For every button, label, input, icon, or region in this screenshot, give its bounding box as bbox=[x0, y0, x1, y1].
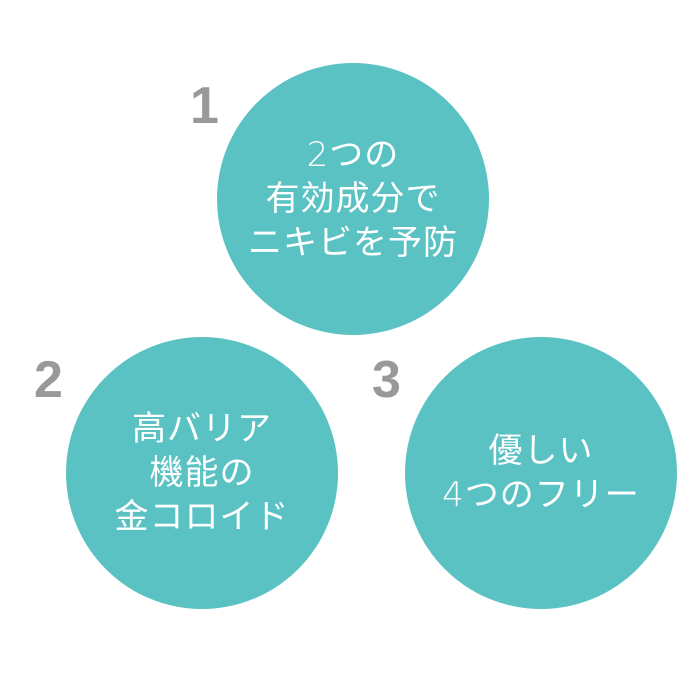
feature-1-line: 2つの bbox=[306, 135, 400, 175]
feature-2-line: 機能の bbox=[149, 453, 255, 493]
feature-number-2: 2 bbox=[34, 351, 63, 409]
feature-circle-2: 高バリア 機能の 金コロイド bbox=[66, 337, 338, 609]
feature-3-line: 4つのフリー bbox=[442, 475, 640, 515]
feature-circle-1: 2つの 有効成分で ニキビを予防 bbox=[217, 63, 489, 335]
feature-3-line: 優しい bbox=[488, 431, 594, 471]
feature-2-line: 高バリア bbox=[132, 409, 272, 449]
feature-circle-3: 優しい 4つのフリー bbox=[405, 337, 677, 609]
feature-number-3: 3 bbox=[372, 351, 401, 409]
feature-1-line: 有効成分で bbox=[265, 179, 441, 219]
feature-1-line: ニキビを予防 bbox=[248, 223, 458, 263]
feature-number-1: 1 bbox=[190, 77, 219, 135]
feature-2-line: 金コロイド bbox=[114, 497, 290, 537]
